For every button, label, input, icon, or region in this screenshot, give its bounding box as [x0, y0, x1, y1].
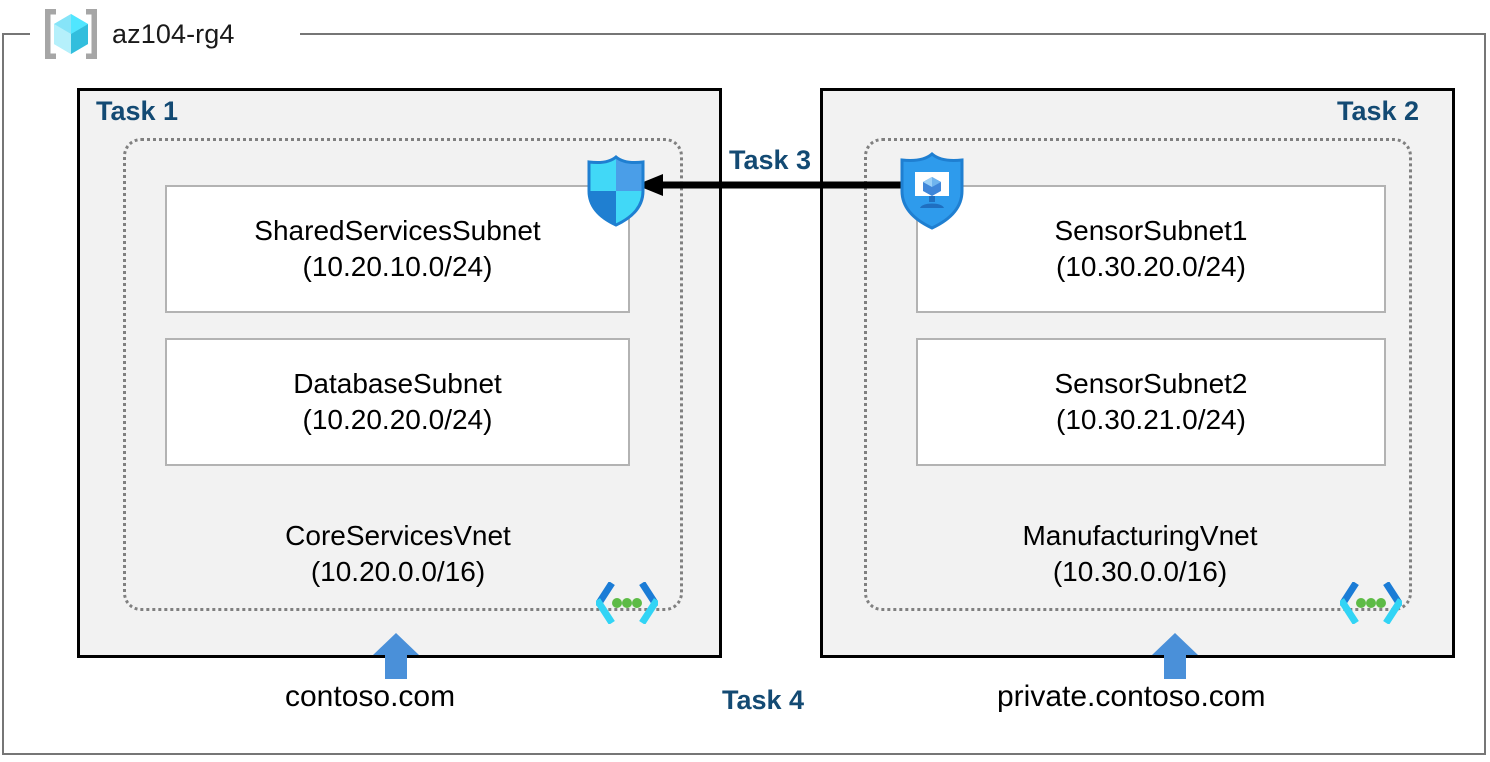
- subnet-cidr: (10.20.10.0/24): [302, 251, 493, 282]
- task2-label: Task 2: [1337, 96, 1420, 126]
- up-arrow-icon: [1152, 633, 1198, 679]
- subnet-cidr: (10.30.21.0/24): [1056, 404, 1246, 435]
- manufacturingvnet-boundary: [864, 138, 1412, 611]
- vnet-name: CoreServicesVnet: [285, 520, 511, 551]
- virtual-network-icon: [594, 581, 660, 625]
- bastion-shield-monitor-icon: [898, 152, 966, 230]
- virtual-network-icon: [1338, 581, 1404, 625]
- subnet-name: DatabaseSubnet: [293, 368, 502, 400]
- task4-label: Task 4: [722, 685, 805, 715]
- vnet-cidr: (10.20.0.0/16): [310, 556, 486, 588]
- subnet-cidr: (10.20.20.0/24): [302, 404, 493, 435]
- subnet-sensorsubnet2: SensorSubnet2 (10.30.21.0/24): [916, 338, 1386, 466]
- subnet-name: SharedServicesSubnet: [254, 215, 541, 247]
- up-arrow-icon: [373, 633, 419, 679]
- resource-group-header: az104-rg4: [40, 8, 234, 60]
- task1-label: Task 1: [96, 96, 179, 126]
- subnet-sharedservicessubnet: SharedServicesSubnet (10.20.10.0/24): [165, 185, 630, 313]
- resource-group-name: az104-rg4: [112, 18, 235, 49]
- subnet-name: SensorSubnet2: [1054, 368, 1248, 400]
- vnet-cidr: (10.30.0.0/16): [1052, 556, 1228, 588]
- subnet-name: SensorSubnet1: [1054, 215, 1248, 247]
- corevnet-boundary: [123, 138, 683, 611]
- subnet-cidr: (10.30.20.0/24): [1056, 251, 1246, 282]
- left-arrow-icon: [636, 172, 908, 198]
- subnet-sensorsubnet1: SensorSubnet1 (10.30.20.0/24): [916, 185, 1386, 313]
- subnet-databasesubnet: DatabaseSubnet (10.20.20.0/24): [165, 338, 630, 466]
- vnet-name: ManufacturingVnet: [1022, 520, 1258, 551]
- resource-group-title-rule: [300, 33, 1486, 35]
- corevnet-label: CoreServicesVnet (10.20.0.0/16): [188, 518, 608, 591]
- dns-zone-contoso: contoso.com: [285, 680, 456, 713]
- manufacturingvnet-label: ManufacturingVnet (10.30.0.0/16): [930, 518, 1350, 591]
- azure-resource-group-cube-icon: [40, 6, 102, 62]
- task3-label: Task 3: [723, 145, 818, 176]
- shield-icon: [585, 155, 647, 227]
- dns-zone-private-contoso: private.contoso.com: [997, 680, 1266, 713]
